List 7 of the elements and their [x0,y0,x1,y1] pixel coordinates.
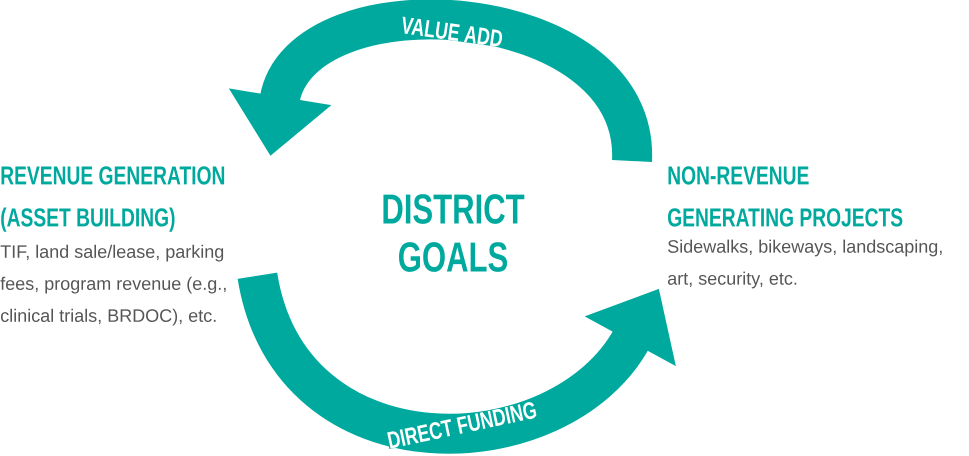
section-heading: NON-REVENUE GENERATING PROJECTS [668,166,902,227]
center-title: DISTRICT GOALS [383,194,524,272]
description-text: TIF, land sale/lease, parking fees, program revenue (e.g., clinical trials, BRDOC), etc. [0,244,226,326]
edge-label: DIRECT FUNDING [386,400,538,450]
edge-label: VALUE ADD [400,16,504,48]
section-heading: REVENUE GENERATION (ASSET BUILDING) [1,166,224,232]
description-text: Sidewalks, bikeways, landscaping, art, security, etc. [668,240,942,288]
